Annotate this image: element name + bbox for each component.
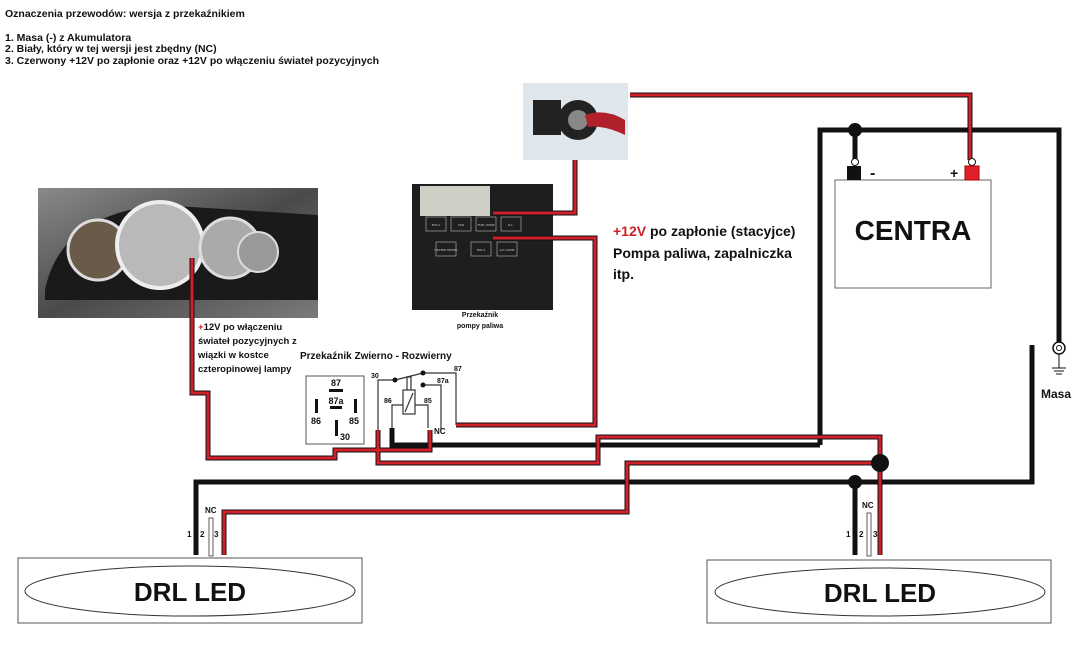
pin-label: 2	[200, 530, 205, 539]
pin-label: 3	[873, 530, 878, 539]
schematic-pin-87a: 87a	[437, 378, 449, 385]
junction-dot	[848, 475, 862, 489]
fuse-label: FAN 1	[432, 223, 441, 227]
nc-label: NC	[205, 506, 217, 515]
drl-left: DRL LED	[17, 557, 363, 624]
ignition-note: +12V po zapłonie (stacyjce) Pompa paliwa…	[613, 223, 795, 282]
fuse-caption-1: Przekaźnik	[462, 312, 498, 319]
headlamp-photo	[38, 188, 318, 318]
battery-minus-sign: -	[870, 165, 875, 182]
diagram-title: Oznaczenia przewodów: wersja z przekaźni…	[5, 8, 245, 20]
note-line: itp.	[613, 266, 634, 282]
fuse-slot	[470, 241, 492, 257]
battery-plus-post-icon	[968, 158, 976, 166]
fuse-box-photo: FAN 1 FAN FUEL PUMP R.L. HEATER DIESEL FAN 2 A…	[412, 184, 553, 310]
pin-label: 2	[859, 530, 864, 539]
ignition-switch-photo	[523, 83, 628, 160]
svg-text:+12V po zapłonie (stacyjce): +12V po zapłonie (stacyjce)	[613, 223, 795, 239]
battery-minus-terminal	[847, 166, 861, 180]
svg-text:+12V po włączeniu: +12V po włączeniu	[198, 322, 282, 333]
drl-left-connector: NC 1 2 3	[187, 506, 219, 557]
battery-minus-post-icon	[851, 158, 859, 166]
headlamp-note: +12V po włączeniu świateł pozycyjnych z …	[197, 322, 297, 375]
junction-dot	[848, 123, 862, 137]
fuse-label: A/C COMP	[500, 248, 515, 252]
note-line: po zapłonie (stacyjce)	[646, 223, 795, 239]
battery-plus-sign: +	[950, 165, 958, 181]
drl-right-label: DRL LED	[824, 578, 936, 608]
pin-87-label: 87	[331, 378, 341, 388]
junction-dot	[871, 454, 889, 472]
ground-label: Masa	[1041, 387, 1071, 401]
schematic-pin-87: 87	[454, 366, 462, 373]
note-line: Pompa paliwa, zapalniczka	[613, 245, 792, 261]
plus12-text: +12V	[613, 223, 647, 239]
battery-label: CENTRA	[855, 215, 972, 246]
battery-plus-terminal	[964, 165, 980, 181]
fuse-caption-2: pompy paliwa	[457, 323, 503, 330]
pin-label: 3	[214, 530, 219, 539]
fuse-label: FUEL PUMP	[478, 223, 495, 227]
pin-label: 1	[846, 530, 851, 539]
pin-30-label: 30	[340, 432, 350, 442]
relay-contacts	[392, 370, 426, 388]
note-line: 12V po włączeniu	[204, 322, 283, 333]
relay-pinout: 87 87a 86 85 30	[305, 375, 365, 445]
pin-86-label: 86	[311, 416, 321, 426]
schematic-nc-label: NC	[434, 427, 446, 436]
fuse-slot	[475, 216, 497, 232]
nc-label: NC	[862, 501, 874, 510]
note-line: świateł pozycyjnych z	[198, 336, 297, 347]
schematic-pin-30: 30	[371, 373, 379, 380]
drl-right-connector: NC 1 2 3	[846, 501, 878, 557]
drl-right: DRL LED	[706, 559, 1052, 624]
note-line: czteropinowej lampy	[198, 364, 292, 375]
legend-item-3: 3. Czerwony +12V po zapłonie oraz +12V p…	[5, 55, 380, 67]
power-wires	[189, 92, 973, 555]
legend-item-2: 2. Biały, który w tej wersji jest zbędny…	[5, 43, 217, 55]
pin-85-label: 85	[349, 416, 359, 426]
legend-item-1: 1. Masa (-) z Akumulatora	[5, 32, 132, 44]
note-line: wiązki w kostce	[197, 350, 269, 361]
fuse-label: FAN	[458, 223, 464, 227]
schematic-pin-86: 86	[384, 398, 392, 405]
fuse-slot	[450, 216, 472, 232]
schematic-pin-85: 85	[424, 398, 432, 405]
pin-label: 1	[187, 530, 192, 539]
fuse-slot	[496, 241, 518, 257]
fuse-slot	[500, 216, 522, 232]
relay-schematic	[377, 372, 457, 430]
drl-left-label: DRL LED	[134, 577, 246, 607]
plus-sign: +	[198, 322, 204, 333]
relay-title: Przekaźnik Zwierno - Rozwierny	[300, 351, 452, 362]
ground-symbol-icon	[1052, 341, 1066, 375]
fuse-label: R.L.	[508, 223, 514, 227]
fuse-slot	[435, 241, 457, 257]
fuse-slot	[425, 216, 447, 232]
fuse-label: HEATER DIESEL	[434, 248, 458, 252]
pin-87a-label: 87a	[328, 396, 344, 406]
fuse-label: FAN 2	[477, 248, 486, 252]
battery: - + CENTRA	[834, 137, 992, 289]
